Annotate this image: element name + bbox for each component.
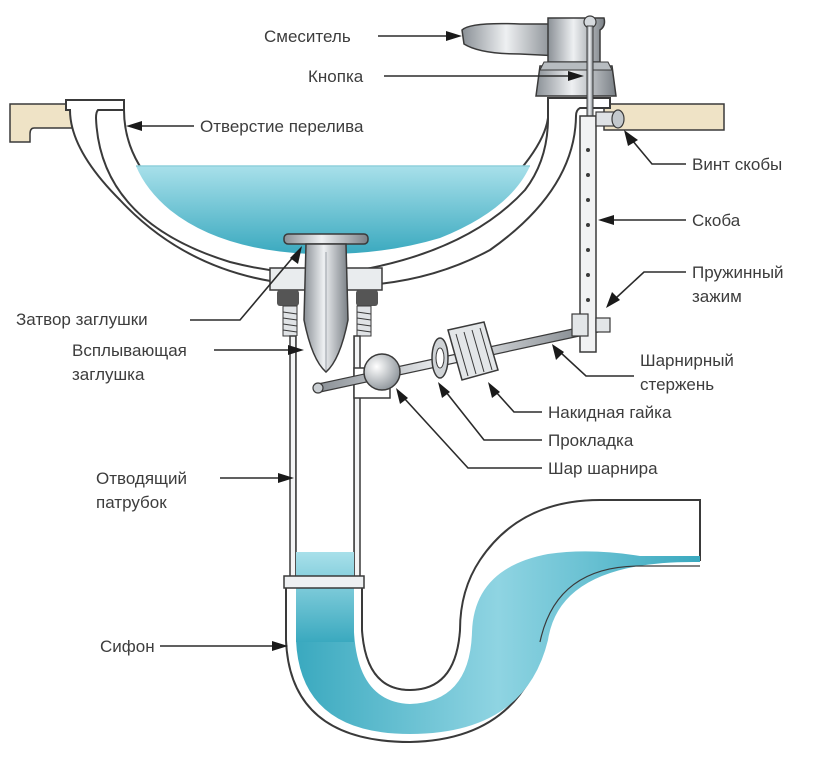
label-popup-plug-1: Всплывающая bbox=[72, 341, 187, 360]
countertop bbox=[9, 103, 725, 143]
callout-overflow: Отверстие перелива bbox=[126, 117, 364, 136]
label-button: Кнопка bbox=[308, 67, 364, 86]
callout-pivot-rod: Шарнирный стержень bbox=[552, 344, 734, 394]
label-plug-seal: Затвор заглушки bbox=[16, 310, 148, 329]
gasket bbox=[431, 337, 449, 379]
countertop-left bbox=[9, 103, 81, 143]
callout-siphon: Сифон bbox=[100, 637, 288, 656]
clevis-strap bbox=[571, 109, 625, 353]
label-tailpiece-2: патрубок bbox=[96, 493, 167, 512]
callout-bracket: Скоба bbox=[598, 211, 741, 230]
label-mixer: Смеситель bbox=[264, 27, 351, 46]
label-siphon: Сифон bbox=[100, 637, 155, 656]
basin-water bbox=[136, 166, 530, 255]
callout-pivot-ball: Шар шарнира bbox=[396, 388, 658, 478]
label-pivot-ball: Шар шарнира bbox=[548, 459, 658, 478]
callout-gasket: Прокладка bbox=[438, 382, 634, 450]
callout-bracket-screw: Винт скобы bbox=[624, 130, 782, 174]
label-bracket-screw: Винт скобы bbox=[692, 155, 782, 174]
label-pivot-rod-2: стержень bbox=[640, 375, 714, 394]
label-tailpiece-1: Отводящий bbox=[96, 469, 187, 488]
label-spring-clip-1: Пружинный bbox=[692, 263, 784, 282]
label-bracket: Скоба bbox=[692, 211, 741, 230]
pivot-ball bbox=[363, 353, 401, 391]
drain-body bbox=[269, 267, 391, 581]
callout-plug-seal: Затвор заглушки bbox=[16, 246, 302, 329]
trap-water bbox=[296, 551, 700, 734]
label-pivot-rod-1: Шарнирный bbox=[640, 351, 734, 370]
label-popup-plug-2: заглушка bbox=[72, 365, 145, 384]
callout-button: Кнопка bbox=[308, 67, 584, 86]
label-gasket: Прокладка bbox=[548, 431, 634, 450]
callout-spring-clip: Пружинный зажим bbox=[606, 263, 784, 308]
label-union-nut: Накидная гайка bbox=[548, 403, 672, 422]
callout-mixer: Смеситель bbox=[264, 27, 462, 46]
sink-basin bbox=[65, 97, 611, 288]
union-nut bbox=[447, 321, 499, 381]
label-overflow: Отверстие перелива bbox=[200, 117, 364, 136]
p-trap bbox=[283, 499, 701, 744]
callout-union-nut: Накидная гайка bbox=[488, 382, 672, 422]
label-spring-clip-2: зажим bbox=[692, 287, 742, 306]
popup-stopper bbox=[283, 233, 369, 373]
callout-popup-plug: Всплывающая заглушка bbox=[72, 341, 304, 384]
callout-tailpiece: Отводящий патрубок bbox=[96, 469, 294, 512]
